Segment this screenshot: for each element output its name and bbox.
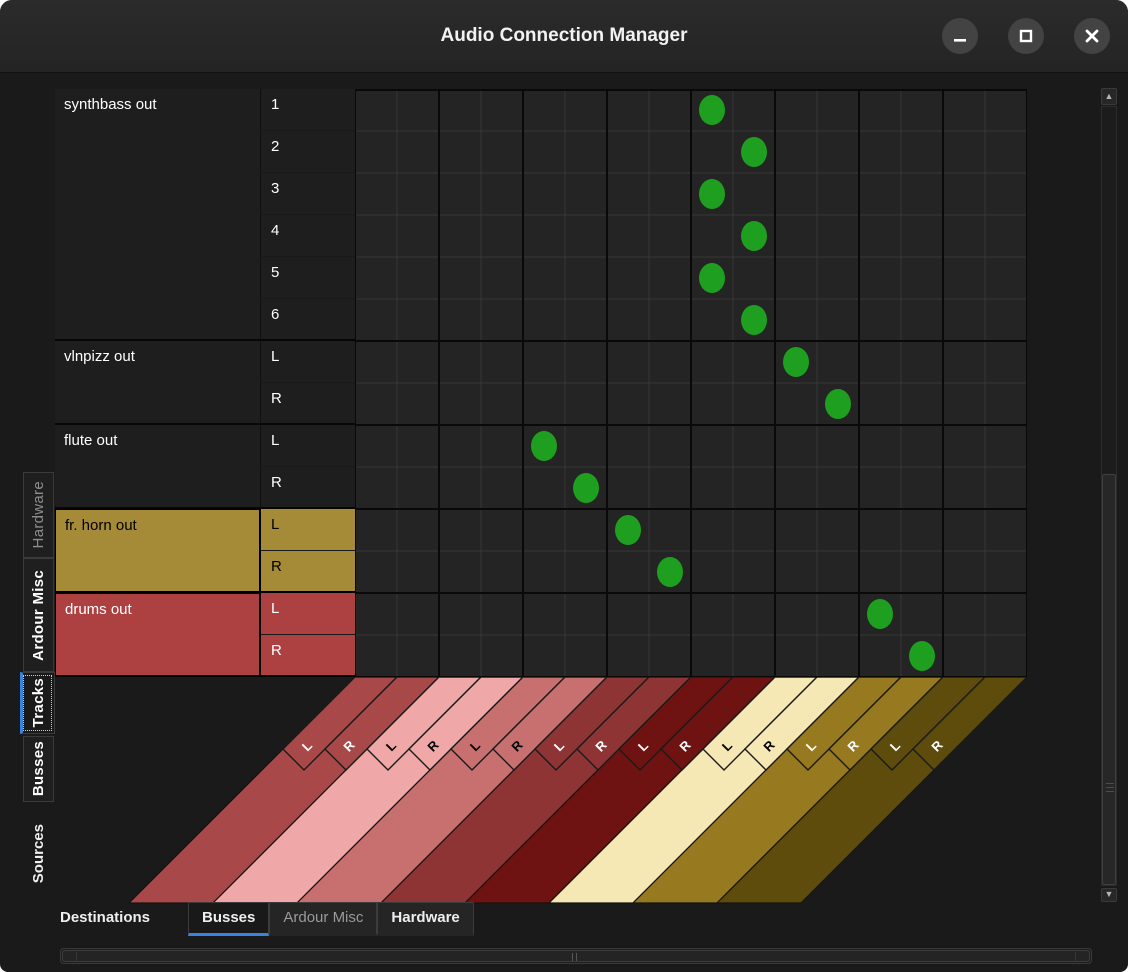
horizontal-scrollbar-thumb[interactable] <box>62 950 1090 962</box>
connection-dot[interactable] <box>699 95 725 125</box>
dest-port-cell[interactable] <box>492 677 608 771</box>
connection-dot[interactable] <box>867 599 893 629</box>
connection-dot[interactable] <box>741 137 767 167</box>
connection-dot[interactable] <box>825 389 851 419</box>
source-port-label[interactable]: L <box>260 509 355 551</box>
connection-dot[interactable] <box>657 557 683 587</box>
source-port-label[interactable]: R <box>260 635 355 677</box>
bottom-tab-ardour-misc[interactable]: Ardour Misc <box>269 902 378 936</box>
chevron-up-icon: ▲ <box>1104 91 1114 101</box>
dest-port-cell[interactable] <box>870 677 986 771</box>
source-port-label[interactable]: L <box>260 593 355 635</box>
dest-port-cell[interactable] <box>366 677 482 771</box>
dest-port-cell[interactable] <box>408 677 524 771</box>
dest-port-cell[interactable] <box>744 677 860 771</box>
scroll-down-button[interactable]: ▼ <box>1101 888 1117 902</box>
destinations-axis-label: Destinations <box>60 909 151 926</box>
source-port-label[interactable]: 4 <box>260 215 355 257</box>
source-port-label[interactable]: 2 <box>260 131 355 173</box>
dest-port-cell[interactable] <box>828 677 944 771</box>
source-port-label[interactable]: R <box>260 383 355 425</box>
source-port-label[interactable]: 5 <box>260 257 355 299</box>
source-group-label[interactable]: flute out <box>55 425 260 509</box>
source-port-label[interactable]: R <box>260 467 355 509</box>
connection-dot[interactable] <box>741 221 767 251</box>
minimize-button[interactable] <box>942 18 978 54</box>
tab-label: Busses <box>30 741 47 797</box>
dest-port-cell[interactable] <box>702 677 818 771</box>
source-group-label[interactable]: synthbass out <box>55 89 260 341</box>
connection-dot[interactable] <box>741 305 767 335</box>
connection-dot[interactable] <box>783 347 809 377</box>
maximize-icon <box>1019 29 1033 43</box>
close-icon <box>1085 29 1099 43</box>
titlebar-buttons <box>942 18 1110 54</box>
connection-dot[interactable] <box>699 179 725 209</box>
source-port-label[interactable]: R <box>260 551 355 593</box>
sidebar-tab-hardware[interactable]: Hardware <box>23 472 54 558</box>
source-group-label[interactable]: fr. horn out <box>55 509 260 593</box>
source-port-label[interactable]: L <box>260 425 355 467</box>
dest-port-cell[interactable] <box>282 677 398 771</box>
dest-port-cell[interactable] <box>450 677 566 771</box>
dest-port-cell[interactable] <box>576 677 692 771</box>
source-port-label[interactable]: 1 <box>260 89 355 131</box>
connection-dot[interactable] <box>909 641 935 671</box>
connection-dot[interactable] <box>699 263 725 293</box>
dest-port-cell[interactable] <box>660 677 776 771</box>
tab-label: Ardour Misc <box>30 569 47 661</box>
dest-port-cell[interactable] <box>618 677 734 771</box>
dest-port-cell[interactable] <box>534 677 650 771</box>
source-group-label[interactable]: drums out <box>55 593 260 677</box>
source-group-label[interactable]: vlnpizz out <box>55 341 260 425</box>
sidebar-tab-tracks[interactable]: Tracks <box>20 672 55 734</box>
titlebar[interactable]: Audio Connection Manager <box>0 0 1128 73</box>
bottom-tab-hardware[interactable]: Hardware <box>377 902 474 936</box>
scroll-up-button[interactable]: ▲ <box>1101 88 1117 105</box>
close-button[interactable] <box>1074 18 1110 54</box>
maximize-button[interactable] <box>1008 18 1044 54</box>
minimize-icon <box>954 39 966 42</box>
chevron-down-icon: ▼ <box>1104 889 1114 899</box>
dest-port-cell[interactable] <box>324 677 440 771</box>
tab-label: Hardware <box>30 481 47 549</box>
connection-dot[interactable] <box>573 473 599 503</box>
horizontal-scrollbar[interactable] <box>60 948 1092 964</box>
window-title: Audio Connection Manager <box>440 25 688 46</box>
dest-port-cell[interactable] <box>786 677 902 771</box>
vertical-scrollbar-thumb[interactable] <box>1102 474 1116 885</box>
bottom-tab-busses[interactable]: Busses <box>188 902 270 936</box>
vertical-scrollbar[interactable] <box>1101 106 1117 886</box>
connection-matrix-grid[interactable] <box>355 89 1027 677</box>
dest-port-cell[interactable] <box>912 677 1028 771</box>
connection-dot[interactable] <box>531 431 557 461</box>
source-port-label[interactable]: 6 <box>260 299 355 341</box>
sources-axis-label: Sources <box>30 824 47 884</box>
source-port-label[interactable]: 3 <box>260 173 355 215</box>
connection-dot[interactable] <box>615 515 641 545</box>
sidebar-tab-ardour-misc[interactable]: Ardour Misc <box>23 558 54 672</box>
source-port-label[interactable]: L <box>260 341 355 383</box>
destination-diagonal-header: LRLRLRLRLRLRLRLRMaster inall strings ina… <box>127 677 1028 904</box>
tab-label: Tracks <box>30 678 47 728</box>
sidebar-tab-busses[interactable]: Busses <box>23 736 54 802</box>
